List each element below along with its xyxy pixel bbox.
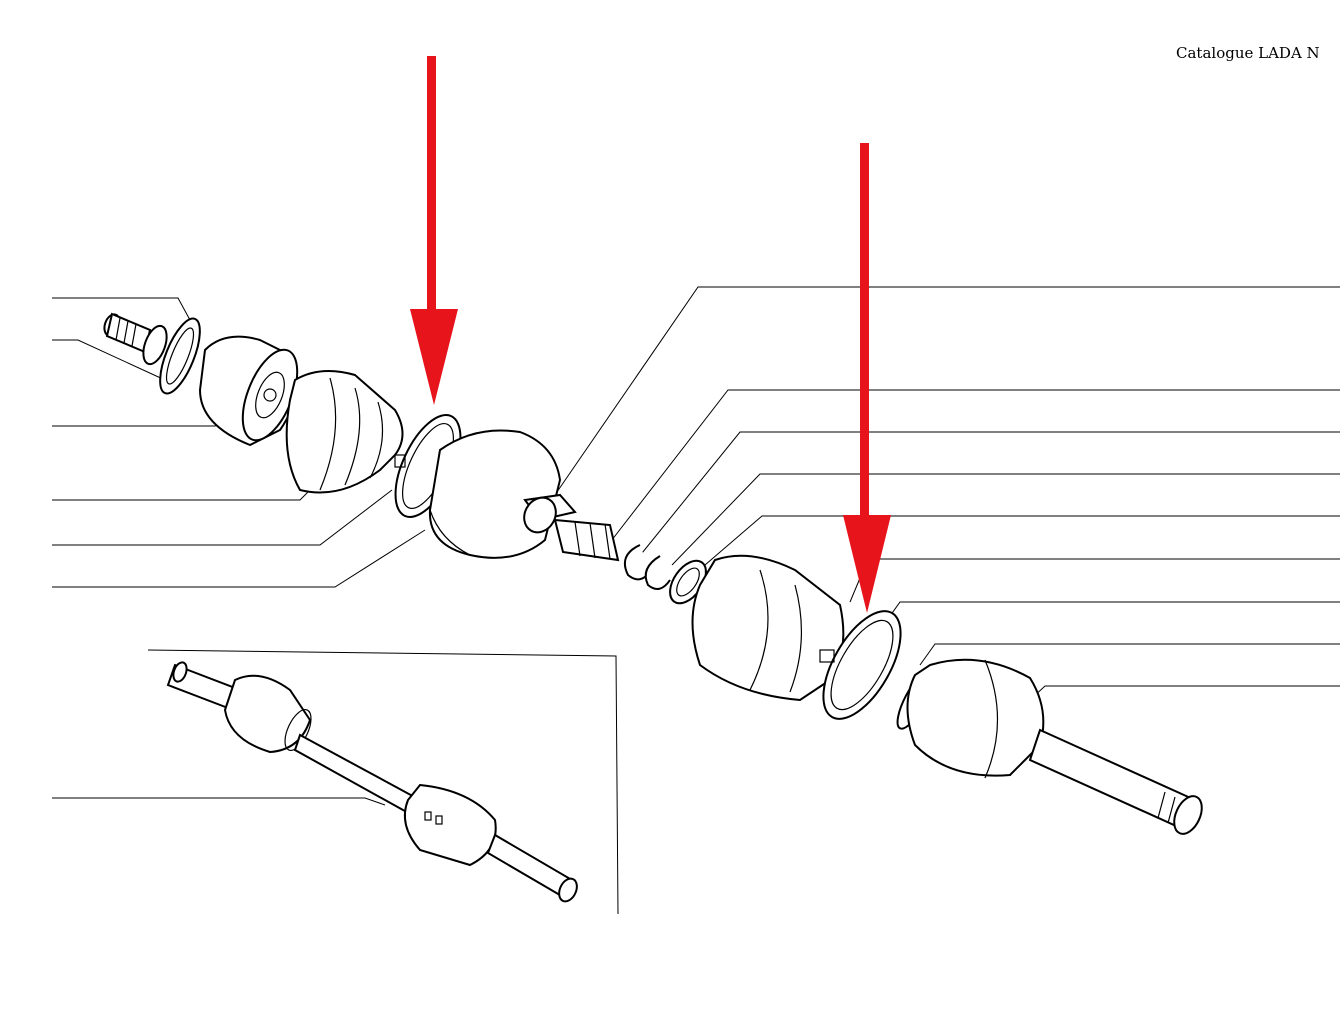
- output-shaft: [1028, 728, 1203, 835]
- arrow-down-icon: [410, 56, 458, 405]
- circlip: [624, 544, 651, 581]
- callout-line: [52, 477, 323, 501]
- callout-line: [52, 797, 386, 806]
- callout-line: [879, 601, 1340, 631]
- drive-shaft-exploded: [103, 312, 1203, 835]
- callout-line: [52, 297, 191, 321]
- callout-line: [547, 286, 1340, 506]
- callout-line: [1029, 685, 1340, 701]
- right-callout-lines: [547, 286, 1340, 701]
- washer: [159, 317, 201, 395]
- inner-cv-joint: [906, 658, 1045, 779]
- boot-clamp: [822, 610, 902, 720]
- callout-line: [52, 339, 166, 381]
- callout-line: [52, 489, 393, 546]
- callout-line: [52, 529, 426, 588]
- catalogue-header: Catalogue LADA N: [1176, 44, 1320, 62]
- inner-boot: [691, 554, 845, 702]
- splined-shaft: [523, 493, 620, 562]
- callout-line: [919, 643, 1340, 666]
- callout-line: [607, 389, 1340, 546]
- arrow-down-icon: [843, 143, 891, 613]
- inset-frame: [147, 649, 619, 915]
- callout-line: [704, 515, 1340, 566]
- outer-boot: [285, 370, 404, 494]
- circlip: [644, 555, 671, 590]
- inner-joint-housing: [428, 429, 562, 559]
- callout-line: [671, 473, 1340, 566]
- callout-line: [637, 431, 1340, 559]
- assembled-shaft-inset: [166, 661, 578, 903]
- outer-cv-joint: [198, 335, 299, 447]
- outer-spline-stub: [103, 312, 168, 366]
- callout-line: [52, 417, 233, 427]
- callout-line: [849, 558, 1340, 603]
